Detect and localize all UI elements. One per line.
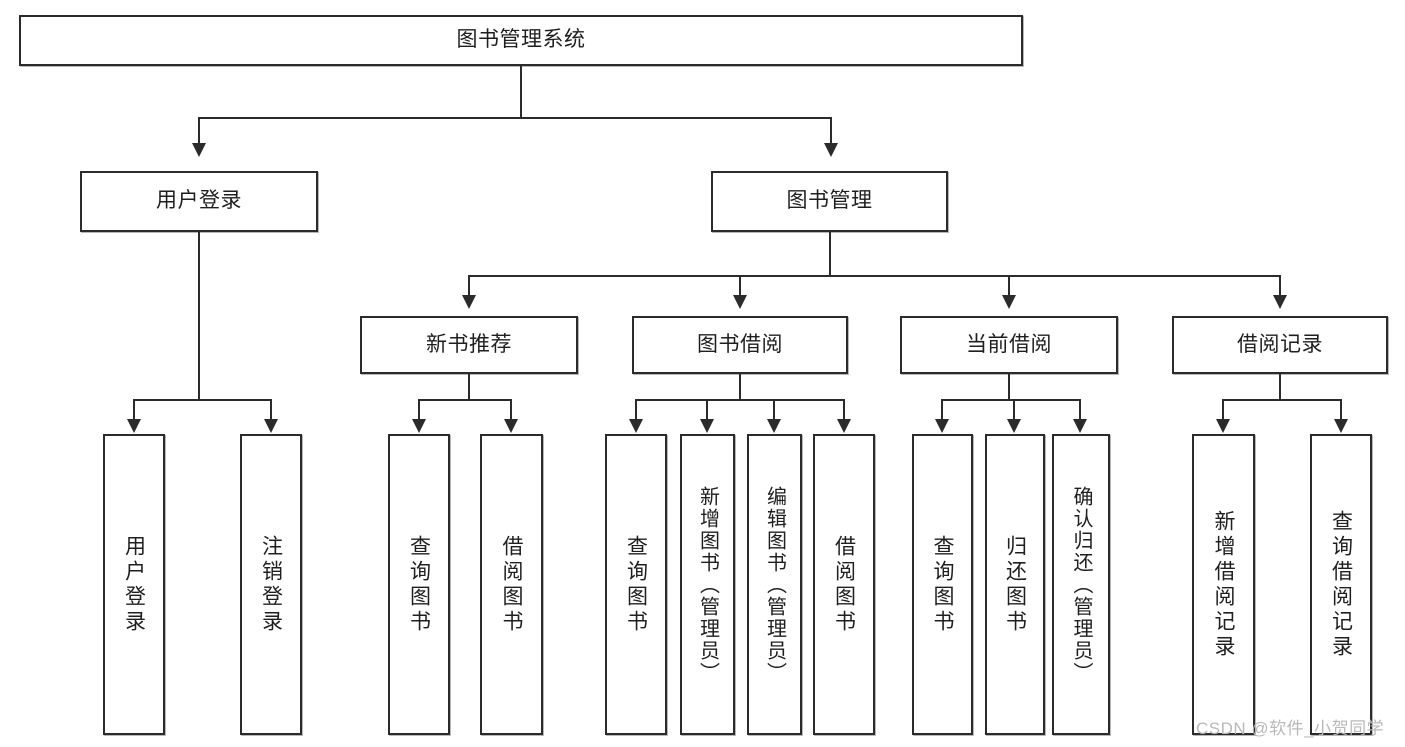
connector-book-management-stem — [829, 232, 831, 276]
leaf-label: 新增借阅记录 — [1212, 509, 1235, 660]
connector-root-to-user-login — [198, 117, 200, 144]
arrowhead-leaf-return-book — [1007, 419, 1021, 433]
arrowhead-leaf-query-book-1 — [412, 419, 426, 433]
connector-user-login-bus — [133, 399, 270, 401]
leaf-label: 注销登录 — [259, 534, 283, 635]
arrowhead-leaf-edit-book — [767, 419, 781, 433]
arrowhead-leaf-user-login — [127, 419, 141, 433]
node-user-login[interactable]: 用户登录 — [80, 171, 318, 232]
leaf-user-login[interactable]: 用户登录 — [103, 434, 165, 735]
leaf-query-book-1[interactable]: 查询图书 — [388, 434, 450, 735]
leaf-label: 查询图书 — [407, 534, 431, 635]
arrowhead-book-management — [824, 143, 838, 157]
node-book-management[interactable]: 图书管理 — [711, 171, 948, 232]
node-label: 新书推荐 — [426, 332, 512, 356]
leaf-add-book[interactable]: 新增图书（管理员） — [680, 434, 735, 735]
arrowhead-leaf-query-record — [1334, 419, 1348, 433]
leaf-label: 借阅图书 — [832, 534, 856, 635]
connector-book-borrow-stem — [739, 374, 741, 400]
connector-bm-to-borrow-record — [1279, 275, 1281, 296]
arrowhead-leaf-borrow-book-1 — [504, 419, 518, 433]
watermark-text: CSDN @软件_小贺同学 — [1196, 719, 1385, 738]
arrowhead-borrow-record — [1273, 295, 1287, 309]
connector-root-bus — [198, 117, 832, 119]
arrowhead-leaf-add-book — [700, 419, 714, 433]
connector-bb-4 — [843, 399, 845, 420]
leaf-query-book-2[interactable]: 查询图书 — [605, 434, 667, 735]
leaf-add-record[interactable]: 新增借阅记录 — [1192, 434, 1255, 735]
leaf-label: 确认归还（管理员） — [1070, 485, 1092, 684]
node-label: 当前借阅 — [966, 332, 1052, 356]
connector-cb-3 — [1079, 399, 1081, 420]
connector-cb-1 — [941, 399, 943, 420]
connector-user-login-stem — [198, 232, 200, 400]
arrowhead-leaf-logout — [264, 419, 278, 433]
connector-bb-1 — [635, 399, 637, 420]
arrowhead-leaf-add-record — [1216, 419, 1230, 433]
leaf-label: 新增图书（管理员） — [696, 485, 719, 684]
connector-current-borrow-stem — [1008, 374, 1010, 400]
leaf-label: 编辑图书（管理员） — [763, 485, 786, 684]
connector-root-stem — [520, 66, 522, 118]
arrowhead-new-book-recommend — [462, 295, 476, 309]
node-current-borrow[interactable]: 当前借阅 — [900, 316, 1118, 374]
leaf-label: 查询图书 — [931, 534, 954, 635]
node-label: 借阅记录 — [1237, 332, 1323, 356]
connector-nb-left — [418, 399, 420, 420]
leaf-label: 归还图书 — [1003, 534, 1027, 635]
connector-new-book-stem — [468, 374, 470, 400]
connector-current-borrow-bus — [941, 399, 1080, 401]
connector-user-login-left — [133, 399, 135, 420]
node-borrow-record[interactable]: 借阅记录 — [1172, 316, 1388, 374]
connector-borrow-record-stem — [1279, 374, 1281, 400]
leaf-label: 查询图书 — [624, 534, 648, 635]
leaf-borrow-book-1[interactable]: 借阅图书 — [480, 434, 543, 735]
connector-new-book-bus — [418, 399, 511, 401]
connector-bm-to-new-book — [468, 275, 470, 296]
connector-br-right — [1340, 399, 1342, 420]
leaf-edit-book[interactable]: 编辑图书（管理员） — [747, 434, 802, 735]
leaf-query-record[interactable]: 查询借阅记录 — [1310, 434, 1372, 735]
connector-bm-to-book-borrow — [739, 275, 741, 296]
arrowhead-current-borrow — [1002, 295, 1016, 309]
leaf-logout[interactable]: 注销登录 — [240, 434, 302, 735]
leaf-label: 借阅图书 — [500, 534, 523, 635]
node-label: 图书管理 — [786, 189, 873, 213]
leaf-confirm-return[interactable]: 确认归还（管理员） — [1052, 434, 1110, 735]
arrowhead-user-login — [192, 143, 206, 157]
node-label: 图书借阅 — [697, 332, 783, 356]
arrowhead-leaf-query-book-2 — [629, 419, 643, 433]
node-label: 用户登录 — [156, 189, 242, 213]
connector-cb-2 — [1013, 399, 1015, 420]
connector-book-borrow-bus — [635, 399, 844, 401]
arrowhead-leaf-confirm-return — [1073, 419, 1087, 433]
connector-br-left — [1222, 399, 1224, 420]
node-new-book-recommend[interactable]: 新书推荐 — [360, 316, 578, 374]
connector-borrow-record-bus — [1222, 399, 1341, 401]
connector-bm-to-current-borrow — [1008, 275, 1010, 296]
node-book-management-system[interactable]: 图书管理系统 — [19, 15, 1023, 66]
arrowhead-book-borrow — [733, 295, 747, 309]
leaf-label: 查询借阅记录 — [1329, 509, 1353, 660]
arrowhead-leaf-borrow-book-2 — [837, 419, 851, 433]
connector-root-to-book-management — [830, 117, 832, 144]
leaf-borrow-book-2[interactable]: 借阅图书 — [813, 434, 875, 735]
node-book-borrow[interactable]: 图书借阅 — [632, 316, 848, 374]
connector-bb-2 — [706, 399, 708, 420]
node-label: 图书管理系统 — [456, 28, 586, 52]
leaf-label: 用户登录 — [122, 534, 146, 635]
leaf-return-book[interactable]: 归还图书 — [985, 434, 1045, 735]
connector-book-management-bus — [468, 275, 1280, 277]
connector-bb-3 — [773, 399, 775, 420]
connector-nb-right — [510, 399, 512, 420]
leaf-query-book-3[interactable]: 查询图书 — [912, 434, 973, 735]
connector-user-login-right — [270, 399, 272, 420]
arrowhead-leaf-query-book-3 — [935, 419, 949, 433]
